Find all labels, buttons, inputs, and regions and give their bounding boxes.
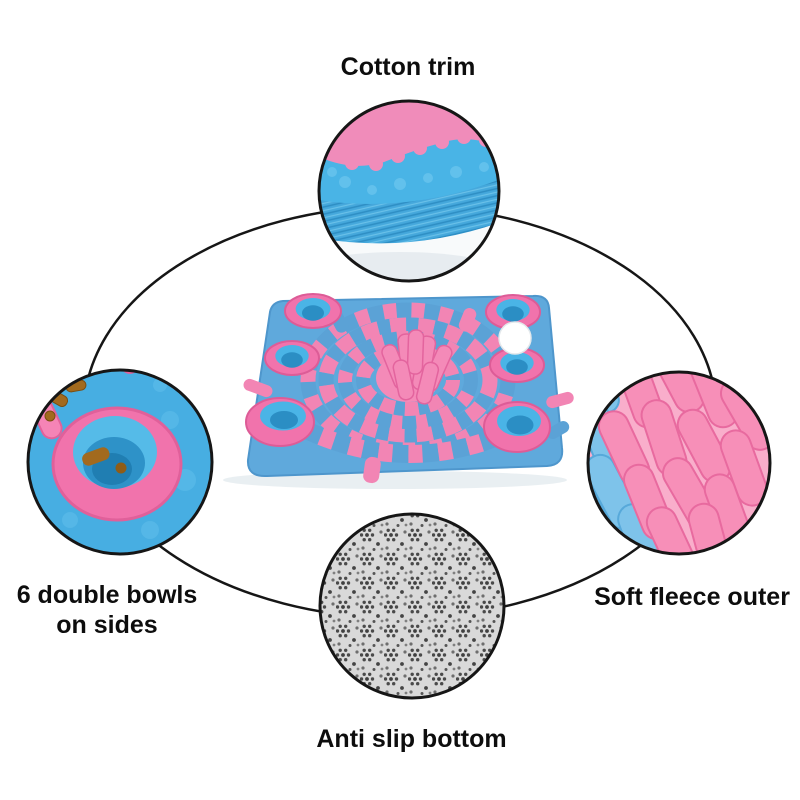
label-double-bowls-line2: on sides bbox=[56, 611, 158, 639]
label-soft-fleece: Soft fleece outer bbox=[594, 583, 790, 611]
feeding-bowl bbox=[483, 401, 551, 453]
fleece-texture bbox=[327, 162, 489, 195]
label-double-bowls: 6 double bowls on sides bbox=[2, 580, 212, 640]
snuffle-mat bbox=[223, 293, 574, 489]
feeding-bowl bbox=[264, 340, 320, 376]
callout-circle-antislip bbox=[318, 512, 506, 700]
feeding-bowl bbox=[245, 397, 315, 447]
callout-circle-fleece bbox=[586, 370, 772, 556]
hanging-hole bbox=[498, 321, 532, 355]
feeding-bowls bbox=[245, 293, 551, 453]
feeding-bowl bbox=[284, 293, 342, 329]
label-anti-slip: Anti slip bottom bbox=[316, 725, 507, 753]
label-double-bowls-line1: 6 double bowls bbox=[16, 581, 198, 609]
feeding-bowl bbox=[485, 294, 541, 330]
callout-circle-double-bowl bbox=[26, 368, 214, 556]
fleece-pink-layer bbox=[319, 101, 499, 166]
rosette-centre bbox=[376, 329, 453, 405]
label-cotton-trim: Cotton trim bbox=[340, 53, 476, 81]
pink-fluff bbox=[323, 130, 493, 171]
callout-circle-cotton-trim bbox=[317, 99, 501, 283]
antislip-dot-texture bbox=[320, 514, 504, 698]
bowl-closeup bbox=[51, 406, 183, 522]
feeding-bowl bbox=[489, 347, 545, 383]
